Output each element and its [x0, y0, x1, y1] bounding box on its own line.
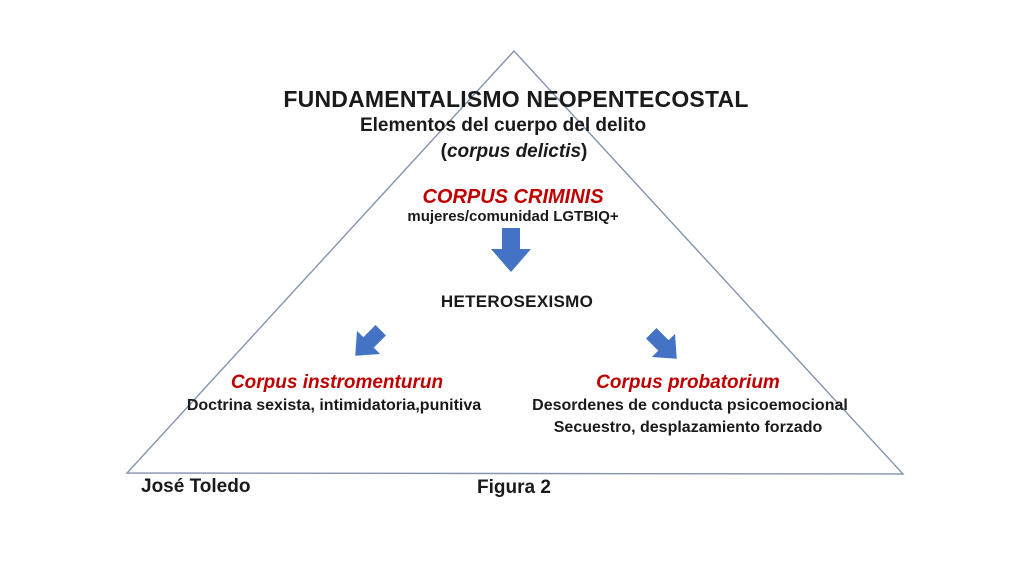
latin-close-paren: )	[581, 141, 588, 162]
latin-term: corpus delictis	[446, 141, 582, 162]
triangle-outline-icon	[125, 49, 905, 475]
slide-subtitle: Elementos del cuerpo del delito	[359, 115, 647, 136]
figure-caption: Figura 2	[477, 477, 551, 498]
corpus-probatorium-heading: Corpus probatorium	[596, 372, 780, 393]
down-right-arrow-icon	[639, 321, 689, 371]
down-left-arrow-icon	[343, 318, 393, 368]
author-credit: José Toledo	[141, 476, 251, 497]
corpus-criminis-heading: CORPUS CRIMINIS	[422, 186, 604, 208]
subtitle-latin: (corpus delictis)	[440, 141, 588, 163]
latin-open-paren: (	[440, 141, 447, 162]
corpus-probatorium-detail-line2: Secuestro, desplazamiento forzado	[553, 419, 823, 436]
corpus-probatorium-detail-line1: Desordenes de conducta psicoemocional	[532, 397, 848, 414]
corpus-instrumentum-detail: Doctrina sexista, intimidatoria,punitiva	[186, 397, 482, 414]
corpus-instrumentum-heading: Corpus instromenturun	[230, 372, 444, 393]
slide-title: FUNDAMENTALISMO NEOPENTECOSTAL	[283, 86, 749, 112]
heterosexismo-label: HETEROSEXISMO	[440, 292, 594, 311]
corpus-criminis-detail: mujeres/comunidad LGTBIQ+	[407, 208, 619, 225]
down-arrow-icon	[491, 228, 531, 272]
